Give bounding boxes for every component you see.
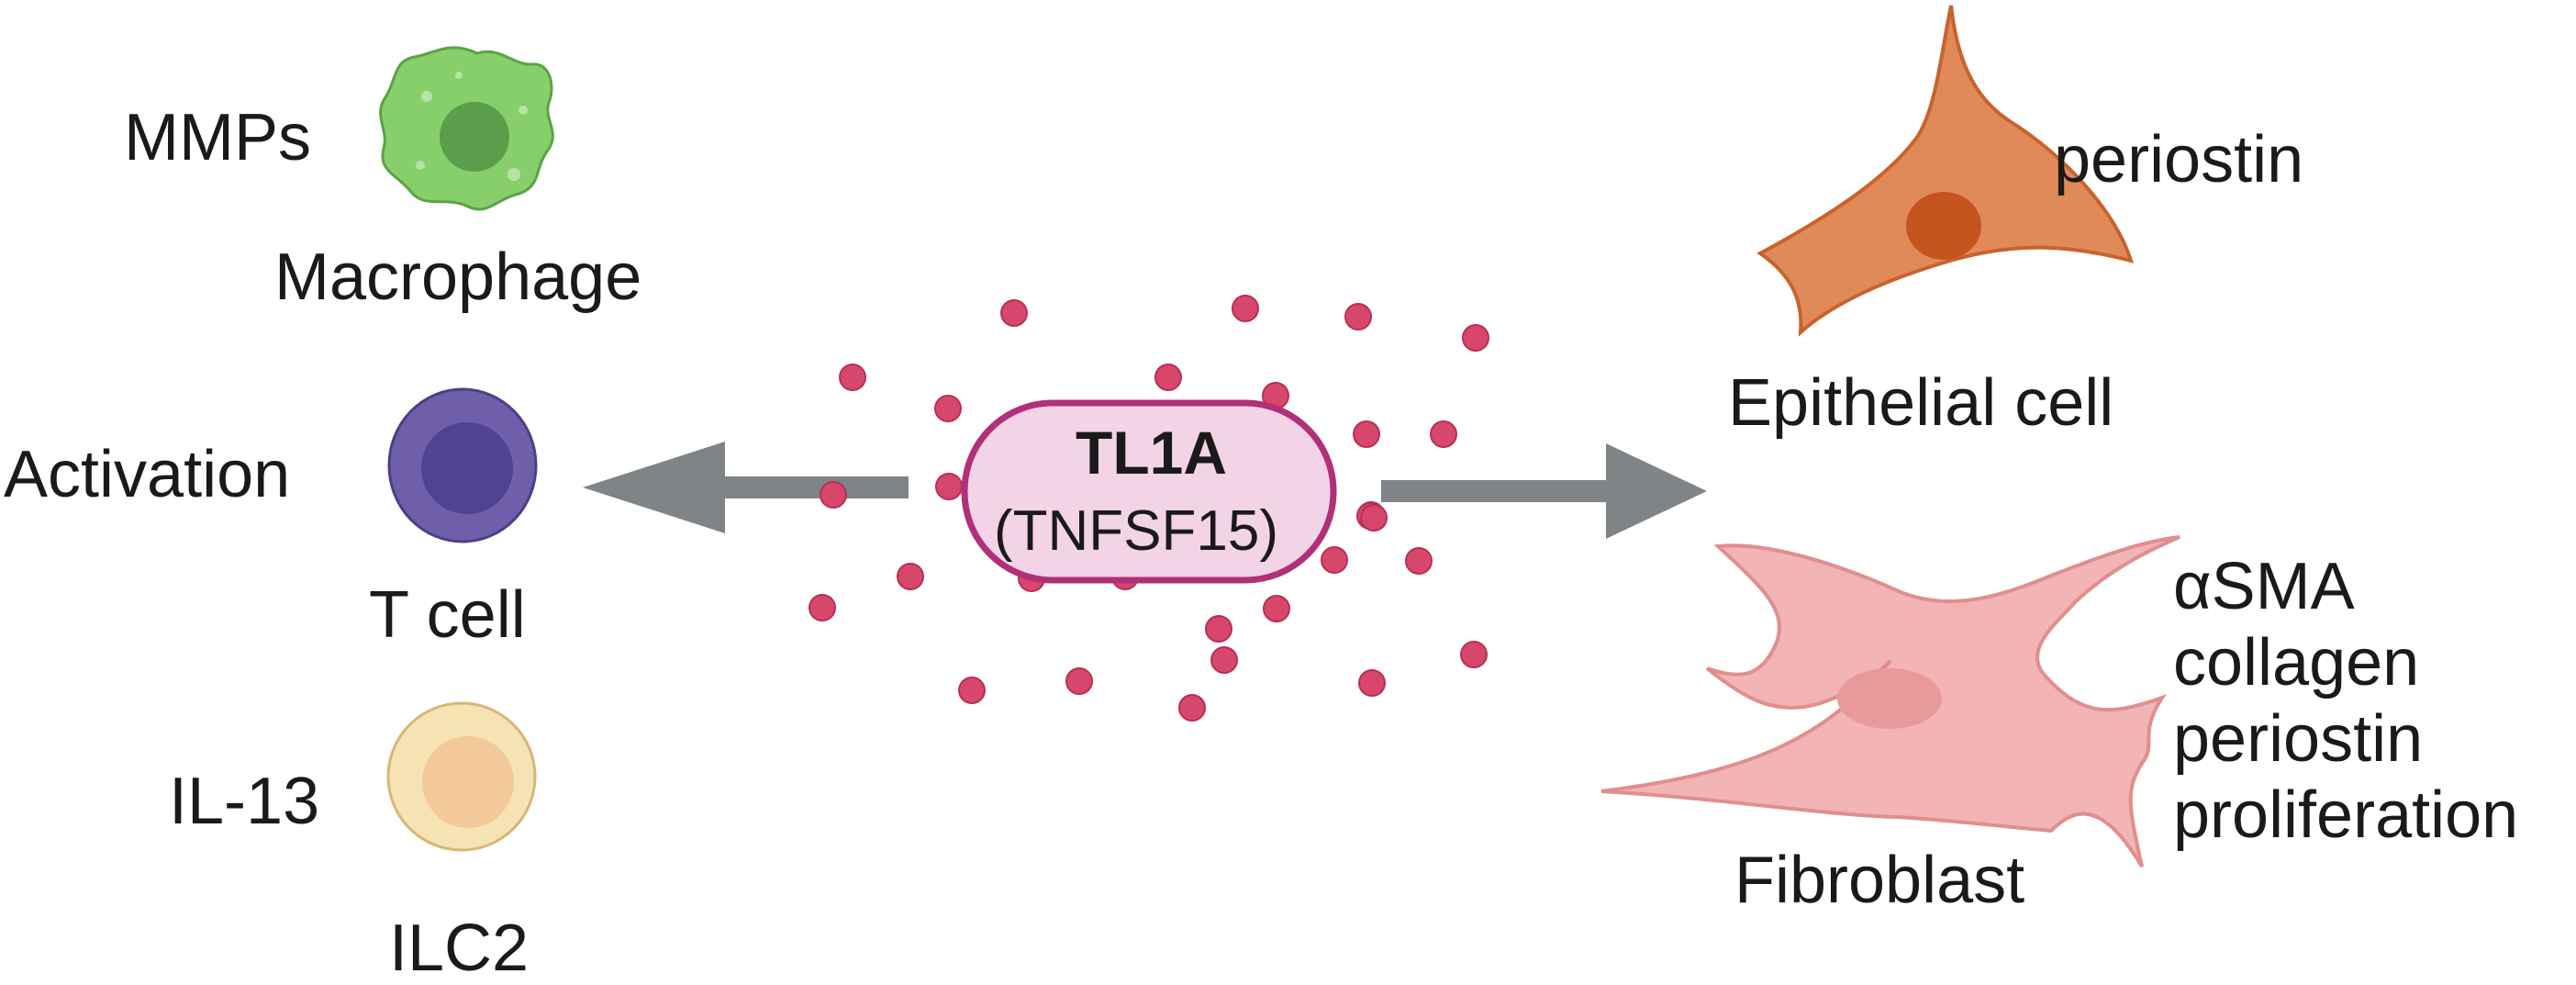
- t-cell-icon: [387, 387, 538, 543]
- center-subtitle: (TNFSF15): [994, 499, 1278, 563]
- fibroblast-effect: periostin: [2173, 702, 2424, 776]
- ilc2-label: ILC2: [389, 912, 530, 985]
- arrow-left: [583, 442, 909, 533]
- ilc2-effect: IL-13: [169, 765, 320, 838]
- tl1a-capsule: [961, 399, 1337, 584]
- t-cell-effect: Activation: [4, 438, 291, 511]
- tl1a-particle: [820, 481, 847, 509]
- tl1a-particle: [1430, 420, 1457, 448]
- fibroblast-effect: proliferation: [2173, 778, 2519, 852]
- tl1a-particle: [1205, 615, 1232, 643]
- fibroblast-effects: αSMA collagen periostin proliferation: [2173, 549, 2518, 854]
- tl1a-particle: [897, 563, 924, 590]
- tl1a-particle: [934, 395, 962, 422]
- epithelial-label: Epithelial cell: [1728, 366, 2114, 440]
- tl1a-particle: [1232, 295, 1259, 322]
- fibroblast-label: Fibroblast: [1734, 844, 2025, 917]
- fibroblast-effect: collagen: [2173, 626, 2420, 700]
- tl1a-particle: [1405, 547, 1433, 575]
- fibroblast-effect: αSMA: [2173, 550, 2355, 623]
- tl1a-particle: [1210, 646, 1238, 674]
- tl1a-particle: [1263, 595, 1290, 622]
- tl1a-particles: [808, 295, 1489, 722]
- t-cell-label: T cell: [369, 578, 526, 652]
- tl1a-particle: [1462, 324, 1489, 352]
- tl1a-particle: [1360, 504, 1388, 532]
- epithelial-effect: periostin: [2054, 123, 2304, 196]
- macrophage-label: Macrophage: [274, 241, 642, 314]
- ilc2-icon: [386, 701, 537, 852]
- tl1a-particle: [1321, 546, 1348, 574]
- tl1a-particle: [1065, 667, 1093, 695]
- tl1a-particle: [1178, 694, 1206, 722]
- tl1a-particle: [839, 364, 866, 391]
- macrophage-icon: [379, 46, 554, 211]
- tl1a-particle: [1353, 420, 1380, 448]
- tl1a-particle: [1344, 303, 1372, 330]
- tl1a-particle: [1000, 299, 1028, 327]
- tl1a-particle: [808, 594, 836, 621]
- arrow-right: [1381, 443, 1707, 539]
- epithelial-cell-icon: [1756, 5, 2134, 337]
- tl1a-particle: [1154, 364, 1182, 391]
- macrophage-effect: MMPs: [124, 101, 311, 174]
- center-title: TL1A: [1076, 419, 1227, 487]
- tl1a-particle: [1358, 669, 1386, 697]
- tl1a-particle: [1460, 641, 1488, 668]
- tl1a-particle: [935, 473, 963, 500]
- tl1a-particle: [958, 677, 986, 704]
- fibroblast-icon: [1600, 535, 2180, 868]
